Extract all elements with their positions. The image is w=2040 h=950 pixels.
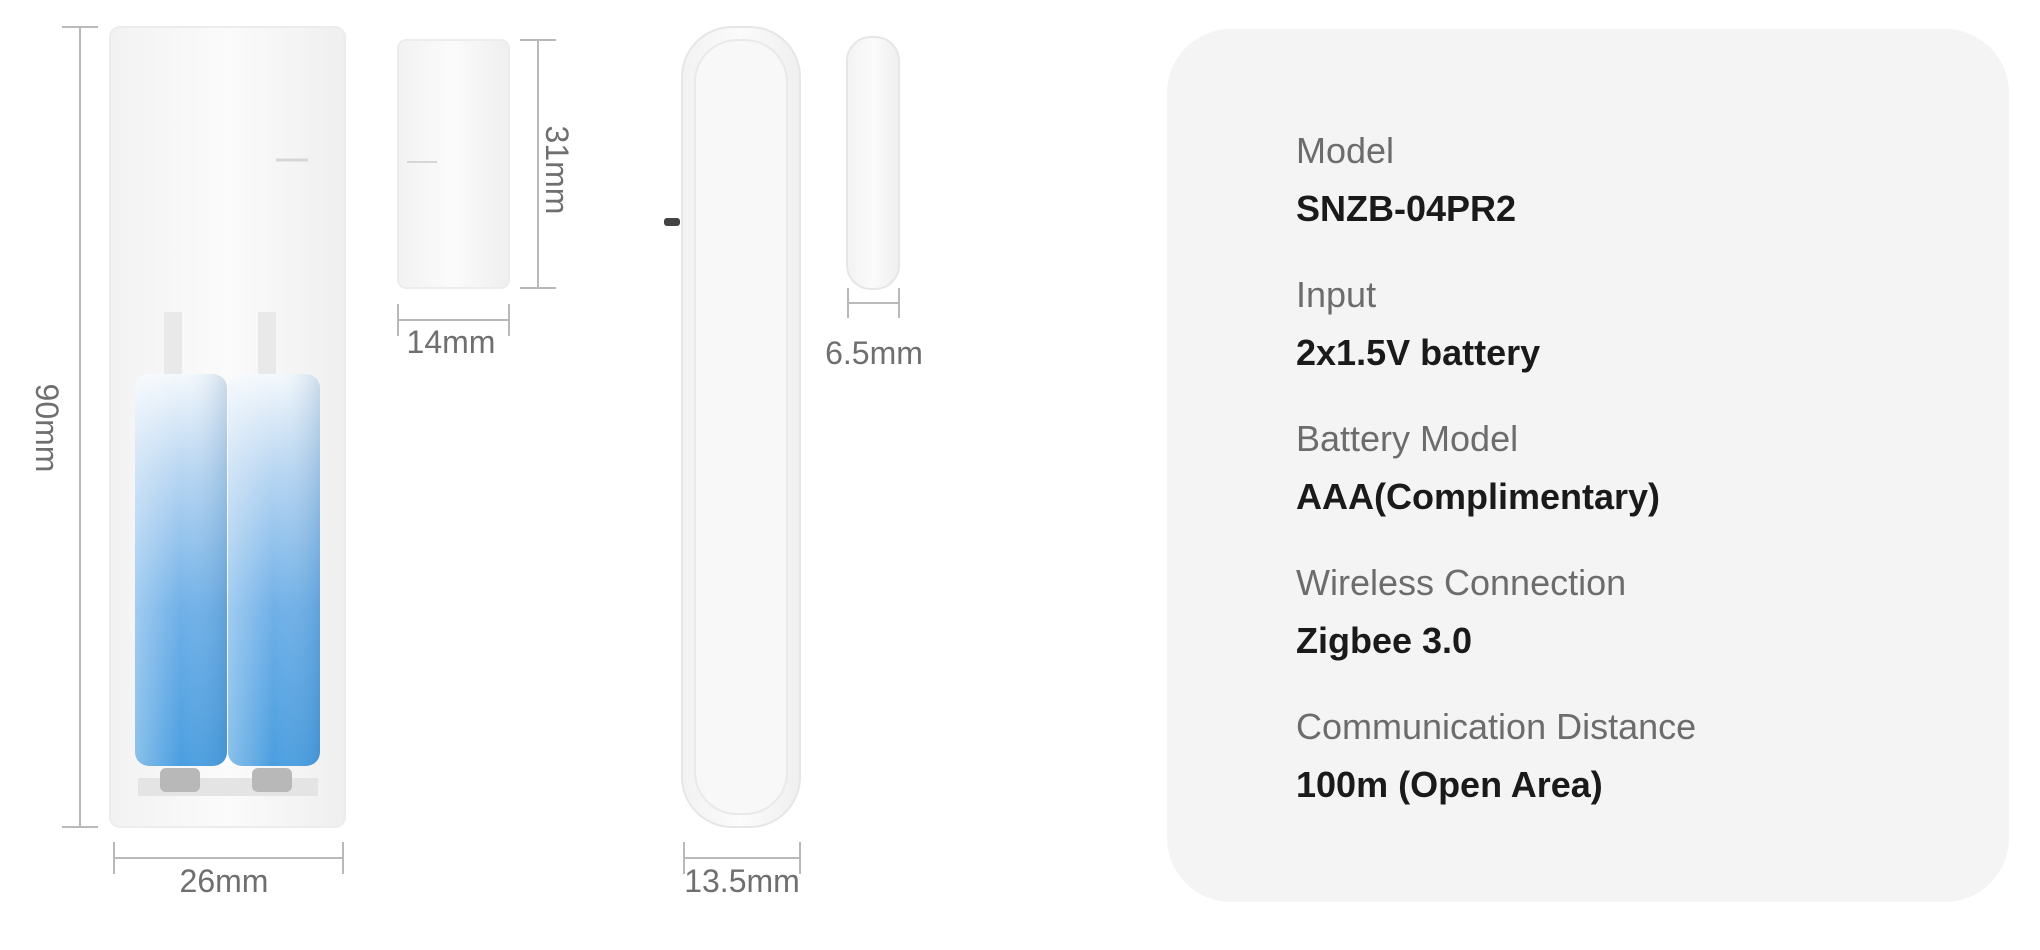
height-main-label: 90mm xyxy=(29,384,65,473)
height-magnet-label: 31mm xyxy=(539,126,575,215)
spec-label: Model xyxy=(1296,130,1395,171)
depth-magnet-label: 6.5mm xyxy=(825,335,923,371)
dimension-depth-magnet: 6.5mm xyxy=(825,288,923,371)
magnet-front-view xyxy=(397,39,510,289)
magnet-side-view xyxy=(846,36,900,290)
width-main-label: 26mm xyxy=(180,863,269,899)
spec-label: Communication Distance xyxy=(1296,706,1697,747)
spec-communication-distance: Communication Distance 100m (Open Area) xyxy=(1296,705,1976,849)
dimension-depth-main: 13.5mm xyxy=(683,842,801,899)
spec-model: Model SNZB-04PR2 xyxy=(1296,129,1976,273)
specifications-card: Model SNZB-04PR2 Input 2x1.5V battery Ba… xyxy=(1167,29,2009,902)
width-magnet-label: 14mm xyxy=(407,324,496,360)
spec-label: Wireless Connection xyxy=(1296,562,1627,603)
dimension-height-main: 90mm xyxy=(29,26,98,828)
spec-value: AAA(Complimentary) xyxy=(1296,476,1661,517)
depth-main-label: 13.5mm xyxy=(684,863,800,899)
spec-value: Zigbee 3.0 xyxy=(1296,620,1473,661)
spec-input: Input 2x1.5V battery xyxy=(1296,273,1976,417)
main-sensor-open-view xyxy=(109,26,346,828)
spec-wireless-connection: Wireless Connection Zigbee 3.0 xyxy=(1296,561,1976,705)
spec-value: 2x1.5V battery xyxy=(1296,332,1541,373)
dimension-width-main: 26mm xyxy=(113,842,344,899)
spec-battery-model: Battery Model AAA(Complimentary) xyxy=(1296,417,1976,561)
spec-label: Battery Model xyxy=(1296,418,1519,459)
spec-value: SNZB-04PR2 xyxy=(1296,188,1517,229)
battery-left xyxy=(135,374,227,766)
spec-list: Model SNZB-04PR2 Input 2x1.5V battery Ba… xyxy=(1296,129,1976,849)
battery-right xyxy=(228,374,320,766)
dimension-height-magnet: 31mm xyxy=(520,39,575,289)
product-dimension-drawing: 90mm 26mm 31mm 14mm 13.5mm xyxy=(29,26,923,899)
main-sensor-side-view xyxy=(664,26,801,828)
dimension-width-magnet: 14mm xyxy=(397,304,510,360)
spec-label: Input xyxy=(1296,274,1377,315)
spec-value: 100m (Open Area) xyxy=(1296,764,1603,805)
